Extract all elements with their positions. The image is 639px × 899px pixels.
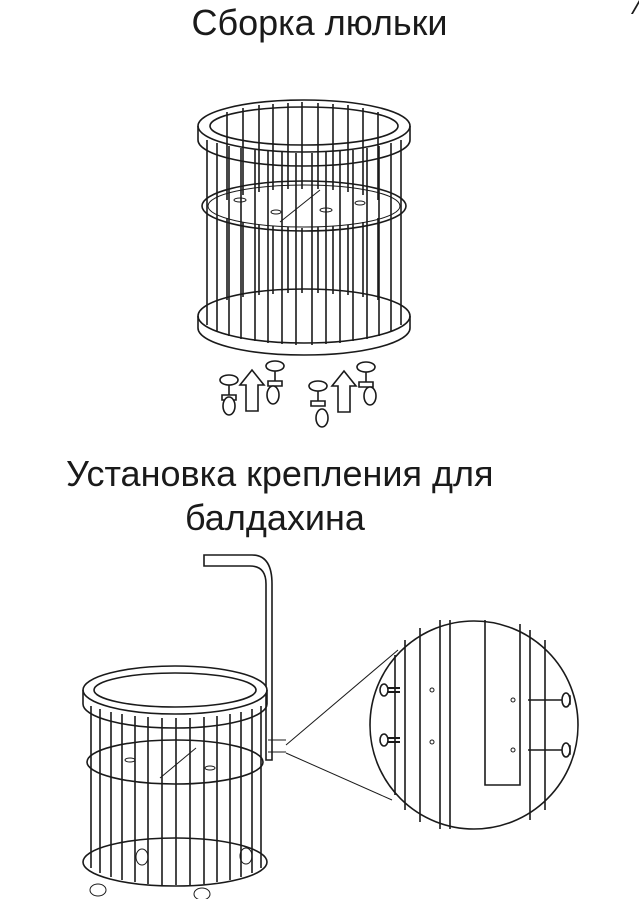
section-title-canopy-line2: балдахина — [185, 497, 365, 538]
caster-icon — [308, 380, 329, 428]
section-title-canopy-line1: Установка крепления для — [66, 453, 494, 494]
caster-icon — [356, 361, 377, 406]
arrow-up-icon — [330, 369, 358, 413]
caster-icon — [265, 360, 285, 405]
arrow-up-icon — [238, 368, 266, 412]
detail-zoom-circle — [369, 620, 579, 830]
section-title-crib-assembly: Сборка люльки — [191, 2, 448, 43]
caster-icon — [219, 374, 239, 416]
